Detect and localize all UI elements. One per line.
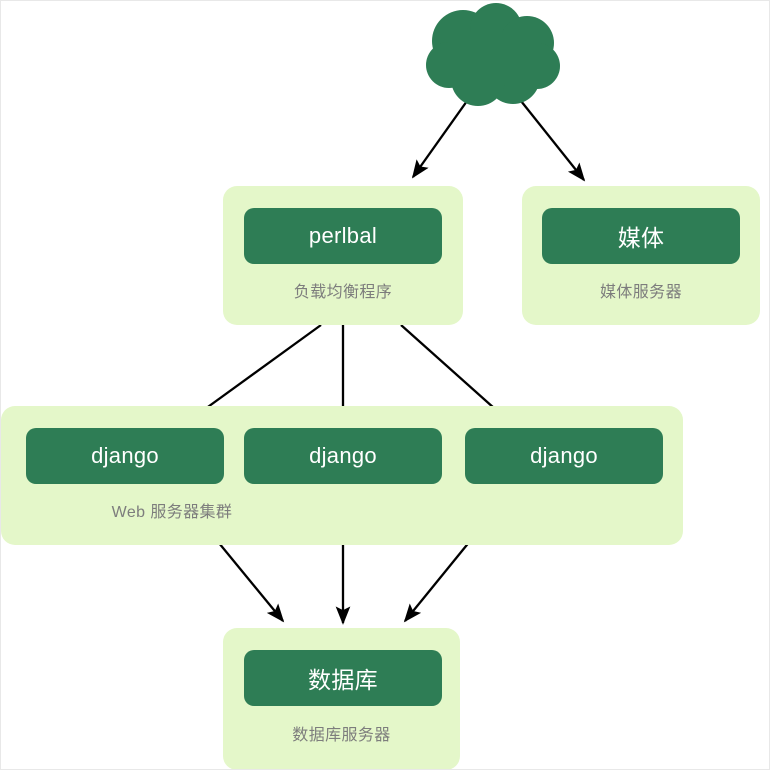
node-database[interactable]: 数据库 <box>244 650 442 706</box>
cloud-icon <box>426 3 560 106</box>
media-group-caption: 媒体服务器 <box>599 284 682 301</box>
database-group: 数据库 数据库服务器 <box>223 628 460 769</box>
web-cluster-group: django django django Web 服务器集群 <box>1 406 683 545</box>
web-cluster-group-caption: Web 服务器集群 <box>111 504 233 521</box>
node-django-1[interactable]: django <box>26 428 224 484</box>
node-django-2[interactable]: django <box>244 428 442 484</box>
edge-cloud-to-media <box>520 100 586 182</box>
load-balancer-group: perlbal 负载均衡程序 <box>223 186 463 325</box>
node-media[interactable]: 媒体 <box>542 208 740 264</box>
edge-cloud-to-perlbal <box>411 100 468 179</box>
node-django-3[interactable]: django <box>465 428 663 484</box>
internet-cloud <box>421 3 566 107</box>
load-balancer-group-caption: 负载均衡程序 <box>293 284 393 301</box>
node-perlbal[interactable]: perlbal <box>244 208 442 264</box>
media-group: 媒体 媒体服务器 <box>522 186 760 325</box>
database-group-caption: 数据库服务器 <box>292 727 391 744</box>
